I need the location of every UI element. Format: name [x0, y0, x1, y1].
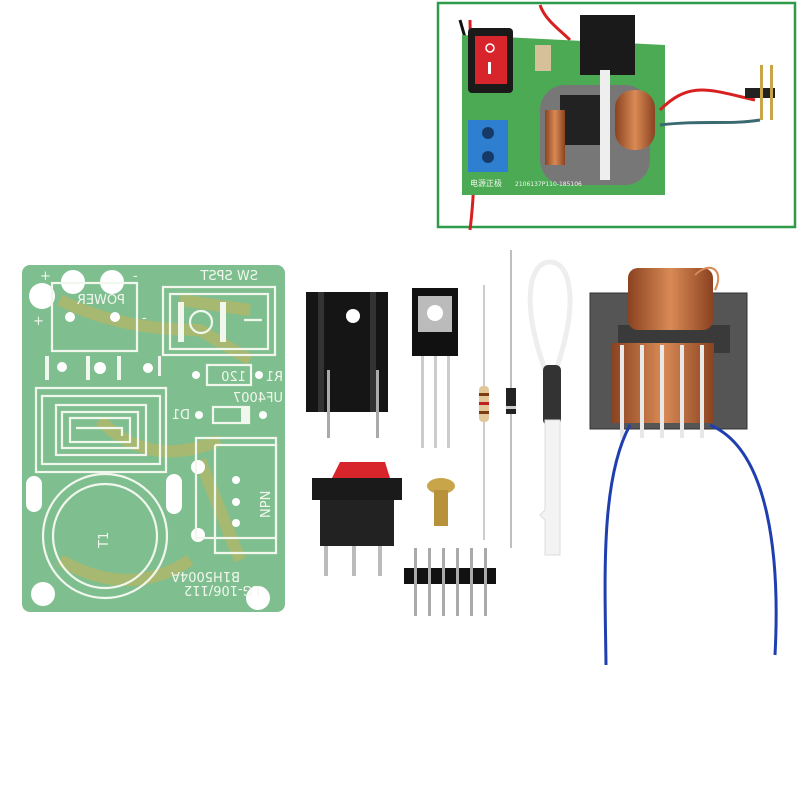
- inset-heatsink: [580, 15, 635, 75]
- pcb-board-code: LG-106/112: [184, 582, 260, 597]
- pcb-resistor-value: 120: [221, 370, 246, 385]
- pcb-npn-label: NPN: [259, 491, 274, 518]
- diode: [506, 250, 516, 548]
- pcb-resistor-ref: R1: [266, 370, 283, 385]
- screw: [427, 478, 455, 526]
- inset-board-label: 电源正极: [470, 178, 502, 188]
- bare-pcb: + - + - POWER SW SPST 120 R1 UF4007 D1 N…: [22, 265, 285, 612]
- pcb-part-code: B1H5004A: [171, 568, 240, 583]
- pcb-switch-label: SW SPST: [200, 269, 258, 284]
- pcb-minus-top: -: [133, 269, 138, 284]
- cable-tie: [527, 259, 573, 556]
- transistor: [412, 288, 458, 448]
- heatsink: [306, 292, 388, 438]
- hv-wire-left: [603, 424, 632, 666]
- pcb-diode-ref: D1: [172, 408, 190, 423]
- inset-board-code: 2106137P110-185106: [515, 181, 582, 188]
- rocker-switch: [312, 462, 402, 576]
- pin-header: [404, 548, 496, 616]
- pcb-minus-power: -: [142, 311, 147, 326]
- pcb-diode-part: UF4007: [233, 391, 283, 406]
- hv-transformer: [589, 266, 778, 666]
- resistor: [479, 285, 489, 540]
- hv-wire-right: [709, 423, 778, 656]
- assembled-board-inset: 电源正极 2106137P110-185106: [436, 1, 797, 231]
- pcb-plus-left: +: [33, 314, 44, 329]
- pcb-t1-label: T1: [97, 532, 112, 549]
- pcb-power-label: POWER: [77, 293, 125, 308]
- pcb-plus-top: +: [40, 269, 51, 284]
